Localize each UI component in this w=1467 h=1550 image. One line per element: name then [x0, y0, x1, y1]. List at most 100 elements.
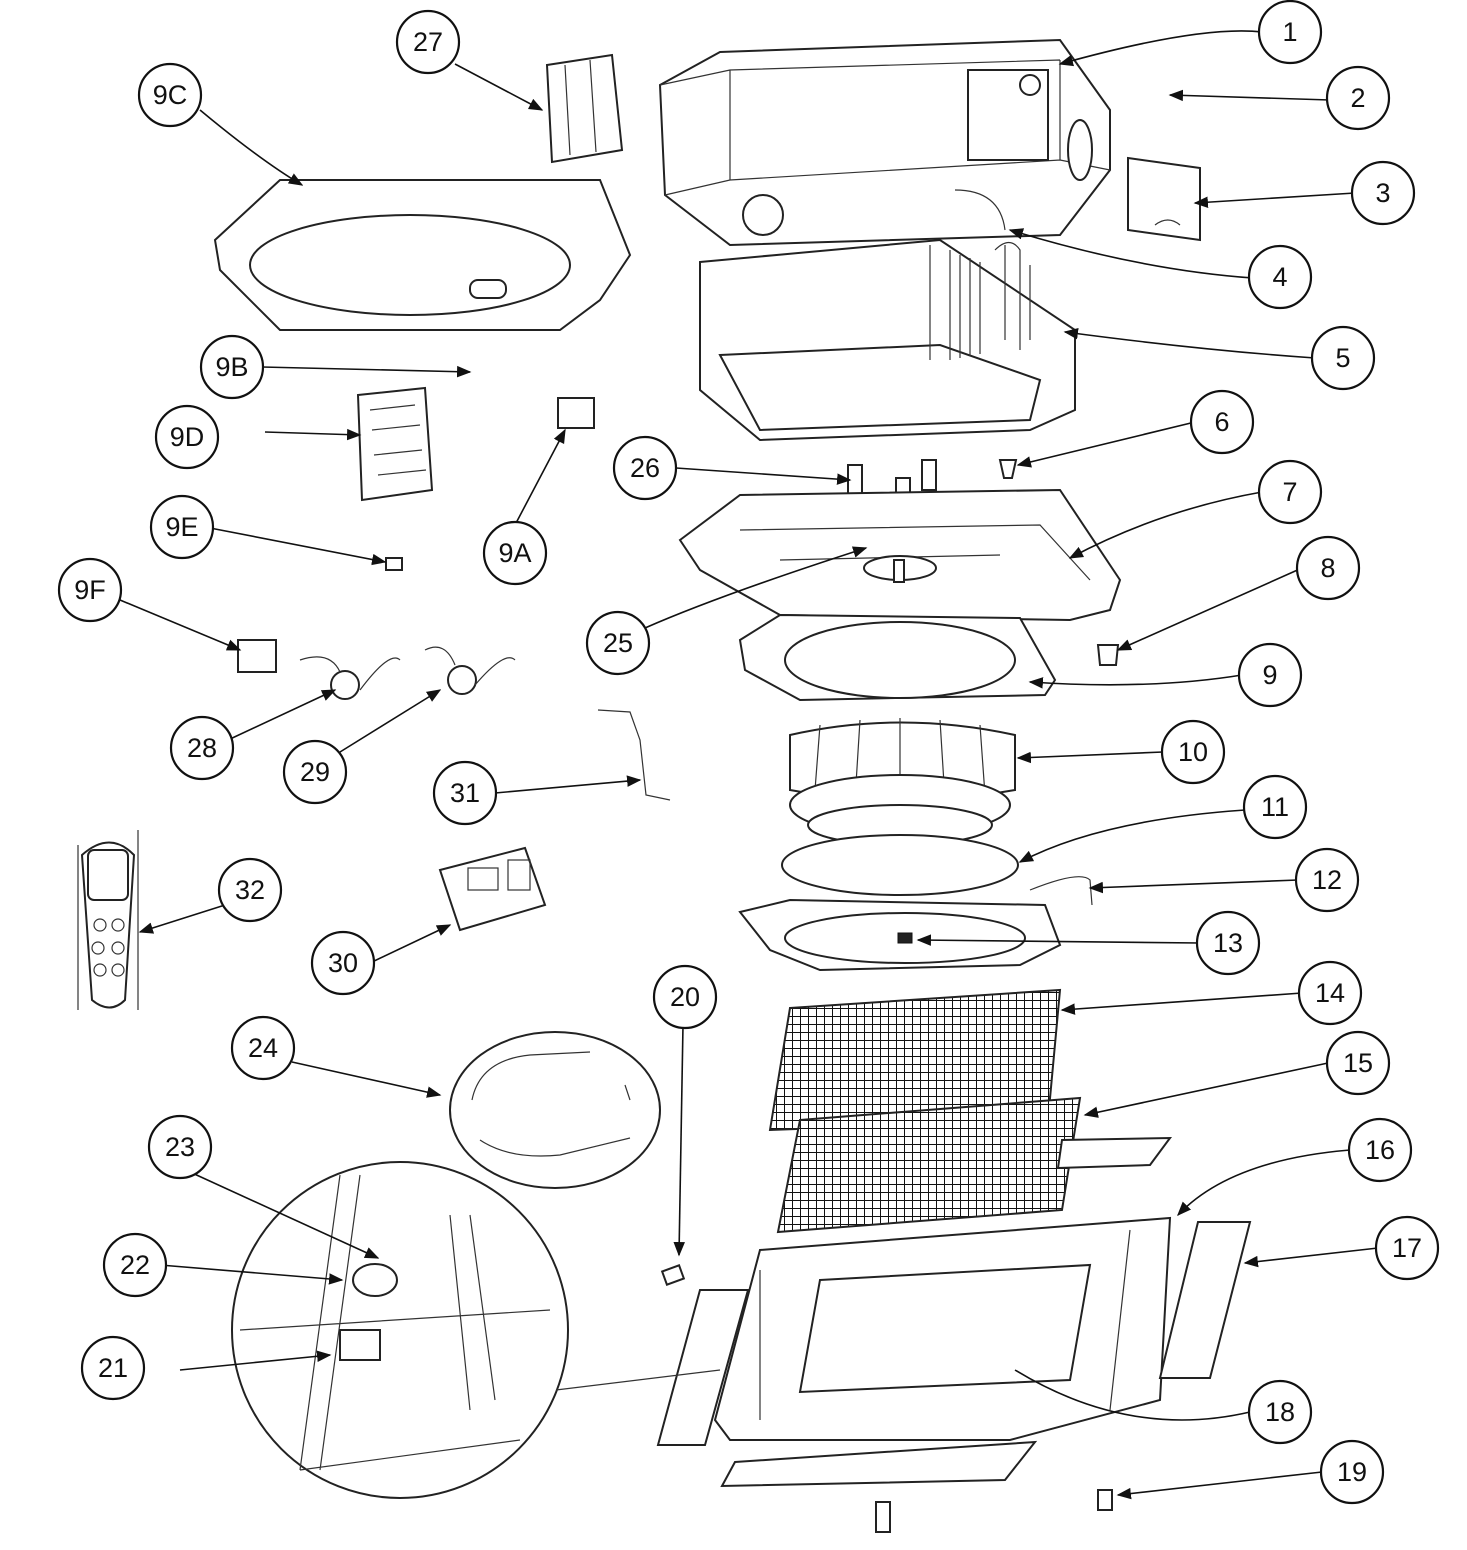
svg-text:7: 7	[1282, 477, 1297, 507]
leader-lines	[119, 30, 1379, 1500]
corner-cover-right	[1158, 1221, 1252, 1379]
corner-cover-left	[656, 1289, 750, 1446]
svg-text:28: 28	[187, 733, 217, 763]
callout-6: 6	[1189, 389, 1255, 455]
callout-11: 11	[1242, 774, 1308, 840]
callout-31: 31	[432, 760, 498, 826]
wiring-detail	[449, 1031, 661, 1189]
sensor-wire	[1029, 876, 1093, 906]
side-panel	[1127, 156, 1201, 242]
fan-wheel	[789, 718, 1016, 846]
drain-pan-assembly	[699, 189, 1076, 442]
callout-7: 7	[1257, 459, 1323, 525]
callout-2: 2	[1325, 65, 1391, 131]
pcb-board	[356, 386, 434, 502]
svg-text:2: 2	[1350, 83, 1365, 113]
callout-9e: 9E	[149, 494, 215, 560]
callout-26: 26	[612, 435, 678, 501]
wire-harness	[597, 709, 671, 801]
svg-text:11: 11	[1261, 792, 1289, 822]
svg-text:30: 30	[328, 948, 358, 978]
decorative-panel	[713, 1216, 1172, 1441]
callout-4: 4	[1247, 244, 1313, 310]
svg-text:9E: 9E	[165, 512, 198, 542]
callout-9f: 9F	[57, 557, 123, 623]
callout-21: 21	[80, 1335, 146, 1401]
callout-12: 12	[1294, 847, 1360, 913]
svg-text:20: 20	[670, 982, 700, 1012]
svg-text:15: 15	[1343, 1048, 1373, 1078]
small-fuse	[385, 557, 403, 571]
svg-text:16: 16	[1365, 1135, 1395, 1165]
svg-text:14: 14	[1315, 978, 1345, 1008]
detail-magnifier	[231, 1161, 721, 1499]
svg-text:26: 26	[630, 453, 660, 483]
intake-grille	[776, 1096, 1173, 1234]
callout-9b: 9B	[199, 334, 265, 400]
part-drawings	[77, 38, 1252, 1533]
svg-text:23: 23	[165, 1132, 195, 1162]
callout-9d: 9D	[154, 404, 220, 470]
callout-10: 10	[1160, 719, 1226, 785]
callout-15: 15	[1325, 1030, 1391, 1096]
svg-text:22: 22	[120, 1250, 150, 1280]
callout-29: 29	[282, 739, 348, 805]
svg-text:4: 4	[1272, 262, 1287, 292]
louver-blade	[720, 1440, 1038, 1488]
callout-19: 19	[1319, 1439, 1385, 1505]
capacitor	[469, 279, 507, 299]
callout-16: 16	[1347, 1117, 1413, 1183]
callout-8: 8	[1295, 535, 1361, 601]
callout-1: 1	[1257, 0, 1323, 65]
svg-text:3: 3	[1375, 178, 1390, 208]
svg-text:17: 17	[1392, 1233, 1422, 1263]
control-box	[545, 53, 624, 164]
callout-30: 30	[310, 930, 376, 996]
svg-text:24: 24	[248, 1033, 278, 1063]
svg-text:9D: 9D	[170, 422, 205, 452]
svg-text:12: 12	[1312, 865, 1342, 895]
callout-3: 3	[1350, 160, 1416, 226]
callout-18: 18	[1247, 1379, 1313, 1445]
svg-text:13: 13	[1213, 928, 1243, 958]
callout-9: 9	[1237, 642, 1303, 708]
svg-text:29: 29	[300, 757, 330, 787]
svg-text:25: 25	[603, 628, 633, 658]
callout-5: 5	[1310, 325, 1376, 391]
callout-9a: 9A	[482, 520, 548, 586]
plug	[1096, 644, 1120, 666]
svg-text:19: 19	[1337, 1457, 1367, 1487]
callout-32: 32	[217, 857, 283, 923]
svg-text:10: 10	[1178, 737, 1208, 767]
callout-13: 13	[1195, 910, 1261, 976]
thermistors	[299, 646, 516, 700]
callout-9c: 9C	[137, 62, 203, 128]
remote-control	[77, 830, 139, 1010]
callout-20: 20	[652, 964, 718, 1030]
svg-text:27: 27	[413, 27, 443, 57]
callout-22: 22	[102, 1232, 168, 1298]
callout-23: 23	[147, 1114, 213, 1180]
relay	[237, 639, 277, 673]
svg-text:5: 5	[1335, 343, 1350, 373]
screws	[875, 1489, 1113, 1533]
wired-controller	[438, 846, 547, 932]
svg-text:32: 32	[235, 875, 265, 905]
svg-text:31: 31	[450, 778, 480, 808]
svg-text:9A: 9A	[498, 538, 531, 568]
callout-25: 25	[585, 610, 651, 676]
bell-mouth-frame	[738, 613, 1057, 702]
svg-text:21: 21	[98, 1353, 128, 1383]
svg-text:9F: 9F	[74, 575, 106, 605]
callout-27: 27	[395, 9, 461, 75]
svg-text:1: 1	[1282, 17, 1297, 47]
fittings	[847, 459, 1018, 499]
base-plate	[678, 488, 1122, 622]
svg-text:9B: 9B	[215, 352, 248, 382]
control-cover	[213, 179, 632, 331]
callout-17: 17	[1374, 1215, 1440, 1281]
small-clip	[660, 1264, 686, 1286]
svg-text:8: 8	[1320, 553, 1335, 583]
cabinet-housing	[658, 38, 1111, 247]
